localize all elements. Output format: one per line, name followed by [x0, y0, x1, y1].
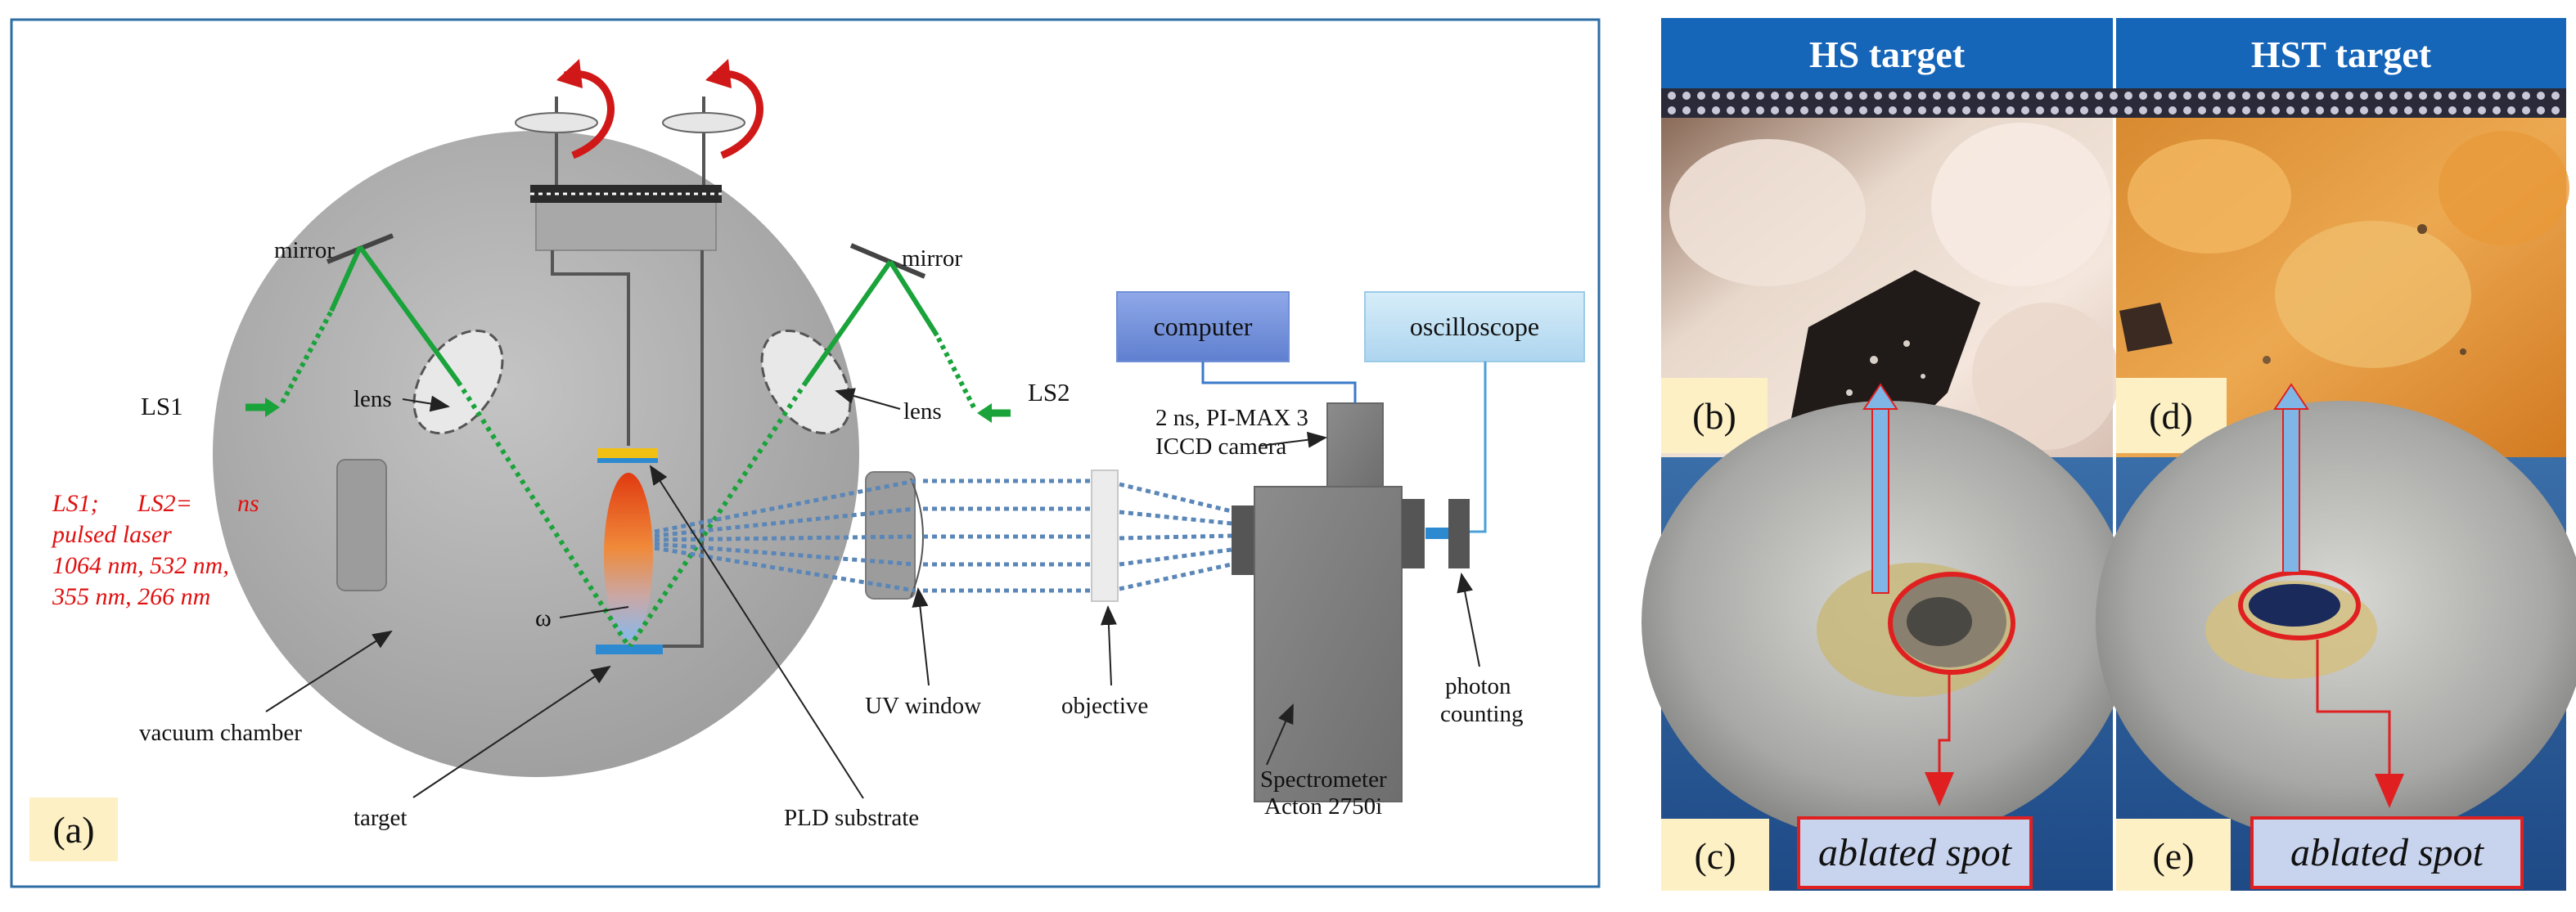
photo-c-letter-bg	[1661, 819, 1769, 891]
laser-note: LS1; LS2= ns pulsed laser 1064 nm, 532 n…	[51, 490, 259, 610]
uv-window-label: UV window	[865, 693, 981, 719]
camera-label-1: 2 ns, PI-MAX 3	[1155, 405, 1308, 431]
pld-substrate	[597, 448, 658, 458]
lens-left-label: lens	[354, 386, 392, 412]
photo-e-letter-bg	[2116, 819, 2231, 891]
header-hs-label: HS target	[1809, 34, 1966, 75]
laser-beam-ls1	[245, 245, 631, 648]
panel-a-letter-bg	[29, 797, 118, 861]
left-port	[336, 459, 387, 591]
photo-c	[1642, 401, 2132, 891]
photo-e-down-arrow	[2316, 640, 2404, 808]
photo-d-letter: (d)	[2149, 395, 2193, 437]
iccd-camera	[1326, 402, 1384, 487]
laser-beam-ls2	[628, 260, 1011, 648]
laser-note-2: pulsed laser	[51, 521, 172, 548]
spectrometer-entrance	[1232, 505, 1254, 575]
mesh-strip	[1661, 88, 2566, 118]
photo-c-spot-circle	[1888, 572, 2015, 675]
photo-b-letter: (b)	[1692, 395, 1736, 437]
photo-c-down-arrow	[1925, 672, 1954, 806]
omega-label: ω	[535, 604, 552, 631]
ablated-spot-label-left: ablated spot	[1818, 831, 2013, 874]
ls1-label: LS1	[141, 392, 183, 420]
top-flange-seal	[530, 185, 722, 203]
mirror-right-label: mirror	[902, 245, 962, 272]
laser-note-1b: LS2=	[137, 490, 192, 517]
spectrometer-label-1: Spectrometer	[1260, 766, 1387, 793]
photo-c-up-arrow	[1871, 404, 1889, 594]
oscilloscope-box	[1364, 291, 1585, 362]
photon-counting	[1448, 499, 1470, 568]
plasma-plume	[604, 473, 653, 640]
panel-a-letter: (a)	[52, 809, 94, 851]
photon-counting-label-2: counting	[1440, 701, 1524, 727]
header-hst-label: HST target	[2251, 34, 2432, 75]
ablated-spot-box-right	[2250, 816, 2524, 889]
ablated-spot-label-right: ablated spot	[2290, 831, 2485, 874]
target	[596, 645, 663, 654]
header-hs	[1661, 18, 2113, 88]
mirror-left-label: mirror	[274, 237, 335, 263]
lens-right-label: lens	[903, 398, 942, 425]
rotary-knob-left	[515, 112, 598, 133]
camera-label-2: ICCD camera	[1155, 434, 1286, 460]
rotary-knob-right	[662, 112, 745, 133]
vacuum-chamber-label: vacuum chamber	[139, 720, 302, 746]
rotation-arrow-right	[712, 70, 763, 159]
spectrometer-exit	[1402, 499, 1425, 568]
spectrometer-label-2: Acton 2750i	[1264, 793, 1382, 820]
laser-note-4: 355 nm, 266 nm	[52, 583, 210, 610]
pld-substrate-label: PLD substrate	[784, 805, 919, 831]
vacuum-chamber-sphere	[213, 131, 859, 777]
photo-e-letter: (e)	[2152, 835, 2194, 877]
oscilloscope-label: oscilloscope	[1410, 312, 1539, 341]
objective	[1091, 469, 1119, 602]
ablated-spot-box-left	[1797, 816, 2033, 889]
substrate-holder	[551, 250, 630, 446]
laser-note-1a: LS1;	[52, 490, 99, 517]
mirror-right	[849, 243, 926, 279]
photon-counting-connector	[1425, 528, 1448, 539]
photo-c-letter: (c)	[1694, 835, 1736, 877]
oscilloscope-cable	[1470, 362, 1487, 533]
uv-window-lens	[910, 478, 924, 598]
photo-d	[2116, 118, 2569, 457]
photo-e-up-arrow	[2282, 404, 2300, 573]
computer-cable	[1201, 362, 1357, 403]
laser-note-3: 1064 nm, 532 nm,	[52, 552, 229, 579]
emission-rays	[654, 478, 1232, 593]
header-hst	[2116, 18, 2566, 88]
spectrometer	[1254, 486, 1403, 802]
objective-label: objective	[1061, 693, 1148, 719]
laser-note-1c: ns	[237, 490, 259, 517]
target-label: target	[354, 805, 408, 831]
ls2-label: LS2	[1028, 378, 1070, 407]
rotation-arrow-left	[563, 70, 615, 159]
computer-label: computer	[1154, 312, 1253, 341]
photon-counting-label-1: photon	[1445, 673, 1511, 699]
computer-box	[1116, 291, 1290, 362]
top-flange	[535, 194, 717, 251]
